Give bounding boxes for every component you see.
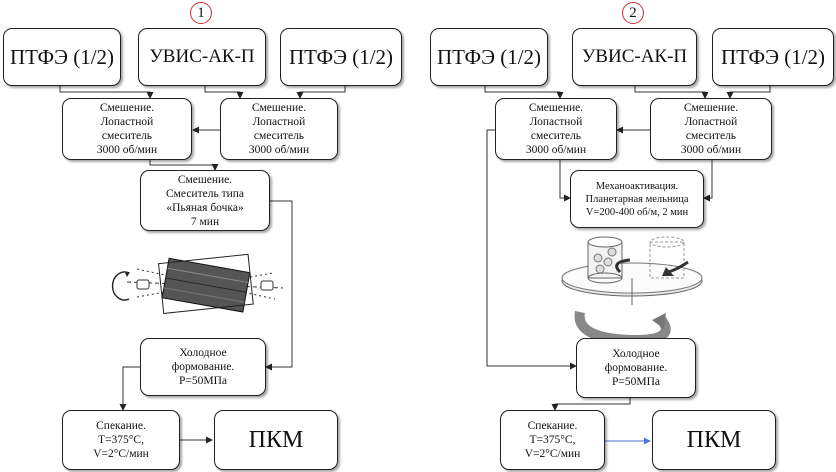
line2-forming-to-sinter [551, 398, 631, 411]
sintering-box-2: Спекание. T=375°C, V=2°C/мин [500, 410, 605, 470]
ptfe-left-box: ПТФЭ (1/2) [3, 28, 121, 86]
line2-uvis-to-mix [634, 86, 709, 99]
uvis-box-2: УВИС-АК-П [572, 28, 697, 86]
mix-left-box-2: Смешение. Лопастной смеситель 3000 об/ми… [495, 98, 617, 160]
line-mix-to-barrel [149, 160, 219, 171]
line-uvis-to-mix [204, 86, 244, 99]
mix-right-box-2: Смешение. Лопастной смеситель 3000 об/ми… [650, 98, 772, 160]
line2-mixleft-to-forming [486, 129, 577, 370]
line2-ptfe-right-to-mix [726, 86, 771, 99]
scheme-number-2: 2 [622, 2, 644, 24]
ptfe-right-box: ПТФЭ (1/2) [280, 28, 402, 86]
pkm-box-2: ПКМ [652, 410, 776, 470]
cold-forming-box: Холодное формование. P=50МПа [140, 338, 266, 396]
drunk-barrel-mixer-illustration [111, 253, 284, 315]
planetary-mill-illustration [561, 236, 703, 346]
drunk-barrel-box: Смешение. Смеситель типа «Пьяная бочка» … [140, 170, 270, 231]
ptfe-left-box-2: ПТФЭ (1/2) [430, 28, 548, 86]
line-barrel-to-forming [265, 200, 293, 371]
line2-mixright-to-mechano [703, 160, 713, 202]
mix-left-box: Смешение. Лопастной смеситель 3000 об/ми… [62, 98, 192, 160]
mechanoactivation-box: Механоактивация. Планетарная мельница V=… [570, 170, 704, 228]
line2-mix-to-mechano [559, 160, 571, 202]
scheme-number-1: 1 [190, 2, 212, 24]
mix-right-box: Смешение. Лопастной смеситель 3000 об/ми… [220, 98, 338, 160]
line-ptfe-right-to-mix [296, 86, 346, 99]
uvis-box: УВИС-АК-П [138, 28, 266, 86]
ptfe-right-box-2: ПТФЭ (1/2) [712, 28, 834, 86]
pkm-box: ПКМ [214, 410, 338, 470]
sintering-box: Спекание. T=375°C, V=2°C/мин [62, 410, 180, 470]
line-ptfe-left-to-mix [59, 86, 154, 99]
line-forming-to-sinter [119, 366, 140, 411]
line2-ptfe-left-to-mix [484, 86, 564, 99]
cold-forming-box-2: Холодное формование. P=50МПа [576, 338, 696, 398]
